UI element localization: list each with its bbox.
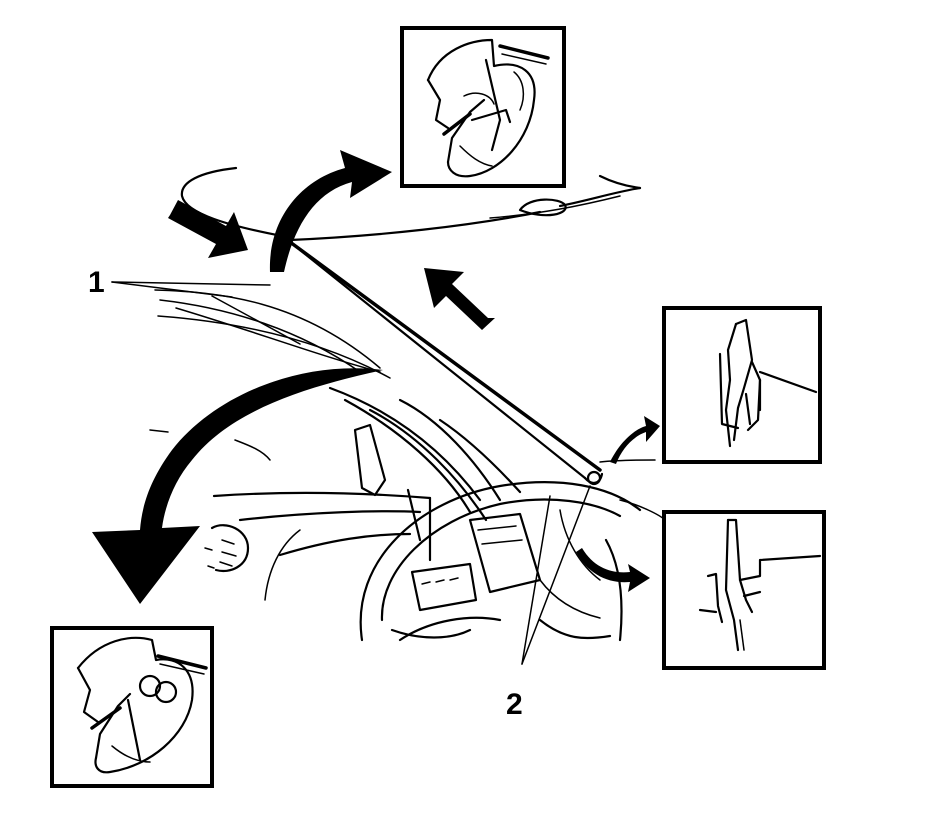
- push-arrow-upleft-icon: [424, 268, 495, 330]
- detail-view-bottom-left: [50, 626, 214, 788]
- detail-view-top: [400, 26, 566, 188]
- curved-arrow-to-top-detail-icon: [269, 150, 392, 272]
- direction-arrows: [92, 150, 660, 604]
- vehicle-interior-drawing: [111, 166, 666, 665]
- detail-view-lower-right: [662, 510, 826, 670]
- push-arrow-left-icon: [168, 200, 248, 258]
- callout-label-1: 1: [88, 266, 105, 299]
- callout-label-2: 2: [506, 688, 523, 721]
- detail-view-upper-right: [662, 306, 822, 464]
- arrow-to-upper-right-detail-icon: [610, 416, 660, 464]
- arrow-to-lower-right-detail-icon: [576, 548, 650, 592]
- large-curved-arrow-icon: [92, 368, 383, 604]
